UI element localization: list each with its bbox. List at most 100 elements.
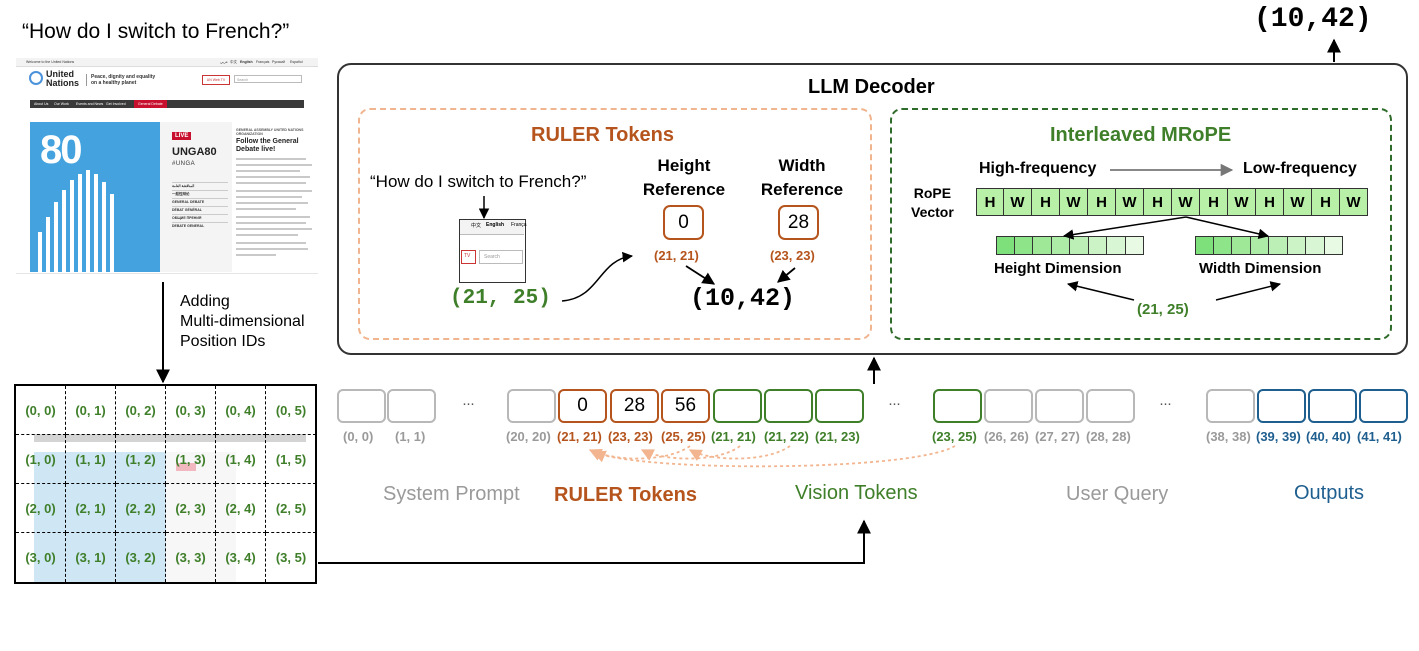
adding-label-line-1: Adding — [180, 293, 230, 310]
crop-search-label: Search — [484, 254, 500, 260]
sequence-token-blue — [1359, 389, 1408, 423]
live-badge: LIVE — [172, 132, 192, 140]
rope-cell: H — [1144, 188, 1172, 216]
lang-line-5: DEBATE GENERAL — [172, 222, 228, 230]
width-dimension-label: Width Dimension — [1199, 260, 1322, 277]
ruler-tokens-box — [358, 108, 872, 340]
hero-number: 80 — [40, 128, 82, 172]
sequence-token-position: (20, 20) — [506, 429, 551, 444]
grid-cell: (3, 0) — [16, 533, 66, 582]
llm-decoder-title: LLM Decoder — [808, 76, 935, 98]
width-label-line-1: Width — [778, 156, 826, 175]
rope-cell: H — [1312, 188, 1340, 216]
adding-label-line-3: Position IDs — [180, 333, 266, 350]
nav-item-3: Get Involved — [106, 102, 126, 106]
high-frequency-label: High-frequency — [979, 160, 1097, 177]
rope-cell: W — [1284, 188, 1312, 216]
grid-cell: (3, 1) — [66, 533, 116, 582]
low-frequency-label: Low-frequency — [1243, 160, 1357, 177]
grid-cell: (2, 0) — [16, 484, 66, 533]
arrow-height-to-result — [685, 265, 716, 285]
width-label-line-2: Reference — [760, 180, 844, 199]
arrow-rope-to-width — [1185, 216, 1270, 239]
grid-cell: (0, 5) — [266, 386, 315, 435]
grid-cell: (2, 4) — [216, 484, 266, 533]
nav-item-4: General Debate — [134, 100, 167, 108]
sequence-token-position: (26, 26) — [984, 429, 1029, 444]
dimension-cell — [1306, 236, 1325, 255]
news-title-line-2: Debate live! — [236, 146, 276, 153]
dimension-cell — [1088, 236, 1107, 255]
sequence-token-green — [713, 389, 762, 423]
webpage-screenshot: Welcome to the United Nations عربي 中文 En… — [16, 58, 318, 274]
sequence-token-position: (41, 41) — [1357, 429, 1402, 444]
sequence-token-orange: 28 — [610, 389, 659, 423]
grid-cell: (3, 3) — [166, 533, 216, 582]
output-coordinates-top: (10,42) — [1254, 4, 1372, 35]
arrow-rope-to-height — [1062, 216, 1187, 240]
grid-cell: (0, 1) — [66, 386, 116, 435]
rope-cell: H — [1200, 188, 1228, 216]
sequence-token-gray — [1035, 389, 1084, 423]
sequence-token-green — [764, 389, 813, 423]
dimension-cell — [1195, 236, 1214, 255]
sequence-token-position: (21, 23) — [815, 429, 860, 444]
user-query-label: User Query — [1066, 483, 1169, 505]
sequence-token-position: (28, 28) — [1086, 429, 1131, 444]
dimension-cell — [1051, 236, 1070, 255]
sequence-token-position: (23, 25) — [932, 429, 977, 444]
adding-position-ids-label: Adding Multi-dimensional Position IDs — [180, 292, 305, 352]
lang-line-3: DÉBAT GÉNÉRAL — [172, 206, 228, 214]
height-dimension-label: Height Dimension — [994, 260, 1122, 277]
grid-cell: (2, 2) — [116, 484, 166, 533]
crop-lang-1: English — [486, 222, 505, 228]
grid-cell: (1, 2) — [116, 435, 166, 484]
sequence-token-position: (21, 22) — [764, 429, 809, 444]
grid-cell: (2, 1) — [66, 484, 116, 533]
screenshot-lang-5: Español — [290, 60, 303, 64]
height-reference-token: 0 — [663, 205, 704, 240]
rope-cell: W — [1116, 188, 1144, 216]
sequence-token-green — [933, 389, 982, 423]
width-reference-pos: (23, 23) — [770, 248, 815, 263]
dimension-cell — [1269, 236, 1288, 255]
ui-crop: 中文 English França TV Search — [459, 219, 527, 283]
news-title: Follow the General Debate live! — [236, 138, 316, 154]
rope-cell: W — [1004, 188, 1032, 216]
lang-line-1: 一般性辩论 — [172, 190, 228, 198]
nav-item-2: Events and News — [76, 102, 104, 106]
crop-search-box: Search — [479, 250, 523, 264]
screenshot-navbar: About Us Our Work Events and News Get In… — [30, 100, 304, 108]
height-label-line-1: Height — [657, 156, 711, 175]
grid-cell: (0, 4) — [216, 386, 266, 435]
grid-cell: (0, 3) — [166, 386, 216, 435]
dimension-cell — [1287, 236, 1306, 255]
sequence-token-position: (0, 0) — [343, 429, 374, 444]
sequence-token-gray — [387, 389, 436, 423]
width-reference-token: 28 — [778, 205, 819, 240]
arrow-element-curve — [561, 251, 634, 302]
mrope-box-title: Interleaved MRoPE — [1050, 124, 1232, 146]
screenshot-lang-1: 中文 — [230, 60, 237, 64]
rope-cell: W — [1340, 188, 1368, 216]
outputs-label: Outputs — [1294, 482, 1365, 504]
ruler-result-coordinates: (10,42) — [690, 284, 796, 313]
grid-cell: (1, 0) — [16, 435, 66, 484]
dotted-arrow-1 — [588, 445, 691, 461]
grid-cell: (2, 3) — [166, 484, 216, 533]
screenshot-lang-3: Français — [256, 60, 270, 64]
ruler-query-text: “How do I switch to French?” — [370, 172, 587, 191]
sequence-token-gray — [337, 389, 386, 423]
dimension-cell — [1070, 236, 1089, 255]
event-hashtag: #UNGA — [172, 161, 196, 167]
sequence-token-gray — [1086, 389, 1135, 423]
height-label-line-2: Reference — [642, 180, 726, 199]
grid-cell: (1, 5) — [266, 435, 315, 484]
sequence-token-position: (27, 27) — [1035, 429, 1080, 444]
sequence-token-blue — [1308, 389, 1357, 423]
lang-line-0: المناقشة العامة — [172, 182, 228, 190]
grid-cell: (3, 5) — [275, 550, 307, 565]
screenshot-lang-2: English — [240, 60, 253, 64]
sequence-token-position: (40, 40) — [1306, 429, 1351, 444]
ellipsis-1: ··· — [462, 395, 475, 412]
